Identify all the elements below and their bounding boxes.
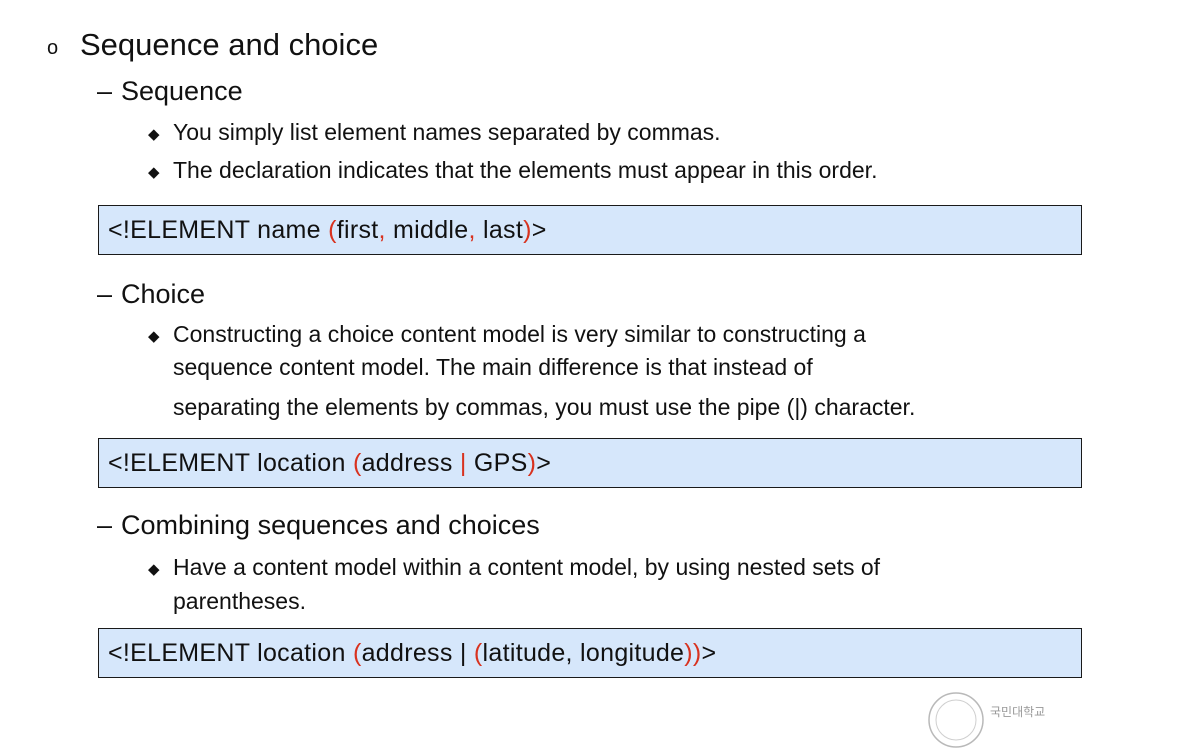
university-seal-icon xyxy=(928,692,984,748)
bullet-text: parentheses. xyxy=(173,588,306,614)
code-text: middle xyxy=(385,216,469,244)
code-paren: ( xyxy=(352,449,362,477)
section-dash: – xyxy=(97,76,113,106)
bullet-text: separating the elements by commas, you m… xyxy=(173,394,916,420)
code-text: <!ELEMENT name xyxy=(108,216,329,244)
code-paren: ( xyxy=(473,639,483,667)
code-comma: , xyxy=(468,216,476,244)
code-text: <!ELEMENT location xyxy=(108,639,353,667)
diamond-bullet-icon: ◆ xyxy=(148,164,160,181)
code-paren: ) xyxy=(527,449,537,477)
code-text: > xyxy=(536,449,552,477)
code-text: GPS xyxy=(466,449,528,477)
code-text: <!ELEMENT location xyxy=(108,449,353,477)
bullet-text: sequence content model. The main differe… xyxy=(173,354,813,380)
code-text: address | xyxy=(361,639,474,667)
code-text: first xyxy=(336,216,379,244)
section-title-choice: Choice xyxy=(121,279,206,309)
section-dash: – xyxy=(97,510,113,540)
section-dash: – xyxy=(97,279,113,309)
slide-title: Sequence and choice xyxy=(80,27,379,62)
code-box-sequence: <!ELEMENT name (first, middle, last)> xyxy=(98,205,1082,255)
bullet-text: You simply list element names separated … xyxy=(173,119,721,145)
bullet-text: The declaration indicates that the eleme… xyxy=(173,157,878,183)
code-paren: )) xyxy=(684,639,702,667)
diamond-bullet-icon: ◆ xyxy=(148,328,160,345)
code-text: > xyxy=(531,216,547,244)
code-paren: ( xyxy=(352,639,362,667)
logo-text: 국민대학교 xyxy=(990,705,1046,719)
diamond-bullet-icon: ◆ xyxy=(148,561,160,578)
code-comma: , xyxy=(378,216,386,244)
code-text: latitude, longitude xyxy=(482,639,685,667)
code-text: last xyxy=(475,216,524,244)
section-title-sequence: Sequence xyxy=(121,76,243,106)
bullet-text: Constructing a choice content model is v… xyxy=(173,321,866,347)
code-pipe: | xyxy=(459,449,467,477)
diamond-bullet-icon: ◆ xyxy=(148,126,160,143)
code-box-combining: <!ELEMENT location (address | (latitude,… xyxy=(98,628,1082,678)
section-title-combining: Combining sequences and choices xyxy=(121,510,540,540)
bullet-text: Have a content model within a content mo… xyxy=(173,554,881,580)
code-paren: ) xyxy=(523,216,532,244)
code-text: address xyxy=(361,449,460,477)
code-box-choice: <!ELEMENT location (address | GPS)> xyxy=(98,438,1082,488)
code-paren: ( xyxy=(328,216,337,244)
heading-bullet: o xyxy=(47,37,59,59)
code-text: > xyxy=(701,639,717,667)
